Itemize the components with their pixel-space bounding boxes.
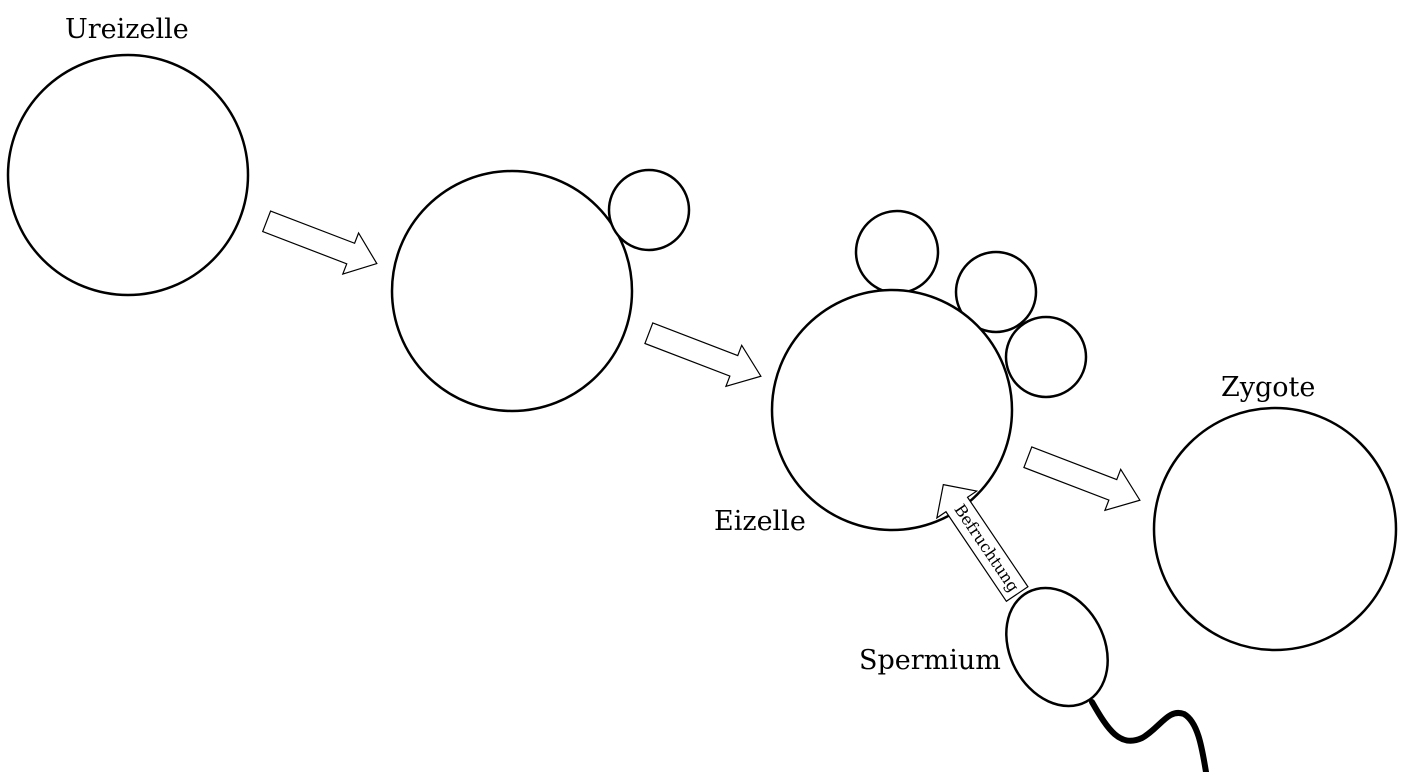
arrow-1: [261, 210, 378, 276]
label-zygote: Zygote: [1221, 372, 1315, 403]
eizelle-cell: [770, 288, 1014, 532]
sperm-tail: [1089, 699, 1209, 772]
sperm-head: [1005, 586, 1109, 708]
arrow-3: [1023, 446, 1141, 512]
label-ureizelle: Ureizelle: [65, 14, 189, 45]
arrow-2: [644, 322, 762, 388]
zygote-cell: [1152, 406, 1398, 652]
polar-body-4: [1004, 315, 1088, 399]
polar-body-2: [854, 209, 940, 295]
polar-body-1: [607, 168, 691, 252]
ureizelle-cell: [6, 53, 250, 297]
oocyte-stage-2: [390, 169, 634, 413]
label-befruchtung: Befruchtung: [950, 501, 1023, 596]
label-spermium: Spermium: [859, 645, 1001, 676]
label-eizelle: Eizelle: [714, 506, 806, 537]
polar-body-3: [954, 250, 1038, 334]
